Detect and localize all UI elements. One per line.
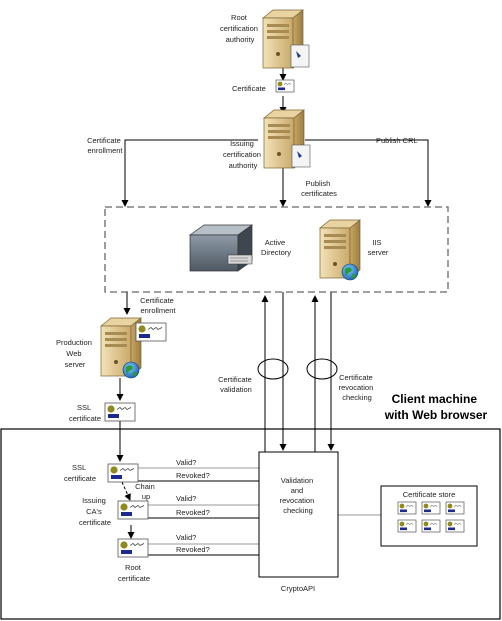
certificate-validation-label: Certificate validation (218, 375, 254, 394)
certificate-store-label: Certificate store (403, 490, 456, 499)
valid-label-1: Valid? (176, 458, 196, 467)
issuing-ca-label: Issuing certification authority (223, 139, 263, 170)
root-certificate-icon (117, 538, 149, 558)
revoked-label-2: Revoked? (176, 508, 210, 517)
check-lines (138, 467, 382, 545)
certificate-icon-top (275, 79, 295, 93)
revoked-lines (138, 480, 260, 556)
revoked-label-1: Revoked? (176, 471, 210, 480)
server-group-box (104, 206, 449, 293)
iis-server-icon (319, 219, 361, 281)
ssl-certificate-label-upper: SSL certificate (69, 403, 101, 423)
revoked-label-3: Revoked? (176, 545, 210, 554)
certificate-enrollment-label-top: Certificate enrollment (87, 136, 123, 155)
active-directory-icon (188, 224, 254, 272)
chain-up-label: Chain up (135, 482, 157, 501)
certificate-label: Certificate (232, 84, 266, 93)
ssl-certificate-icon (104, 402, 136, 422)
certificate-icon-production (135, 322, 167, 342)
ssl-certificate-icon-client (107, 463, 139, 483)
client-machine-box (0, 428, 501, 620)
cryptoapi-box (258, 451, 339, 578)
production-web-server-icon (100, 317, 142, 379)
ssl-certificate-label-inner: SSL certificate (64, 463, 96, 483)
valid-label-2: Valid? (176, 494, 196, 503)
root-certificate-label: Root certificate (118, 563, 150, 583)
validation-box-label: Validation and revocation checking (280, 476, 317, 515)
active-directory-label: Active Directory (261, 238, 291, 257)
client-machine-title: Client machine with Web browser (384, 392, 488, 422)
cryptoapi-label: CryptoAPI (281, 584, 315, 593)
certificate-enrollment-label-mid: Certificate enrollment (140, 296, 176, 315)
valid-label-3: Valid? (176, 533, 196, 542)
publish-crl-label: Publish CRL (376, 136, 418, 145)
iis-server-label: IIS server (368, 238, 389, 257)
issuing-ca-certificate-icon (117, 500, 149, 520)
certificate-store-box (380, 485, 478, 547)
certificate-revocation-checking-label: Certificate revocation checking (339, 373, 376, 402)
root-ca-server-icon (262, 9, 310, 69)
connectors (116, 68, 432, 539)
production-web-server-label: Production Web server (56, 338, 94, 369)
publish-certificates-label: Publish certificates (301, 179, 337, 198)
root-ca-label: Root certification authority (220, 13, 260, 44)
issuing-ca-server-icon (263, 109, 311, 169)
issuing-cas-certificate-label: Issuing CA's certificate (79, 496, 111, 527)
